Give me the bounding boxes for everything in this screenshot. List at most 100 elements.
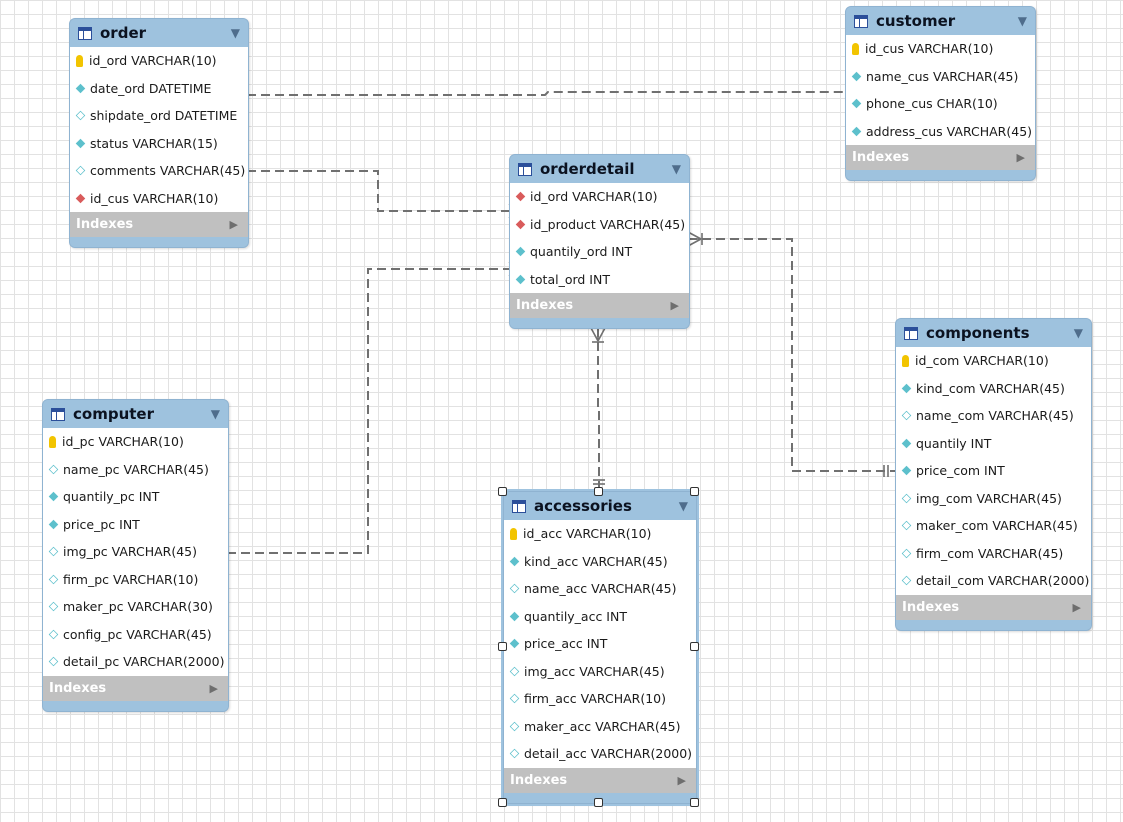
rel-orderdetail-components[interactable] xyxy=(688,238,895,472)
collapse-arrow-icon[interactable]: ▼ xyxy=(230,26,240,40)
column-row[interactable]: firm_acc VARCHAR(10) xyxy=(504,685,696,713)
table-footer xyxy=(510,318,689,328)
indexes-bar[interactable]: Indexes▶ xyxy=(43,675,228,701)
column-row[interactable]: detail_com VARCHAR(2000) xyxy=(896,567,1091,595)
table-header[interactable]: accessories ▼ xyxy=(504,492,696,520)
key-icon xyxy=(49,435,56,448)
filled-diamond-icon xyxy=(48,491,59,502)
indexes-bar[interactable]: Indexes▶ xyxy=(70,212,248,237)
resize-handle-right[interactable] xyxy=(690,642,699,651)
table-computer[interactable]: computer ▼ id_pc VARCHAR(10) name_pc VAR… xyxy=(42,399,229,712)
table-header[interactable]: customer ▼ xyxy=(846,7,1035,35)
column-row[interactable]: firm_pc VARCHAR(10) xyxy=(43,566,228,594)
triangle-right-icon[interactable]: ▶ xyxy=(670,299,679,312)
column-row[interactable]: id_pc VARCHAR(10) xyxy=(43,428,228,456)
red-diamond-icon xyxy=(75,193,86,204)
column-row[interactable]: phone_cus CHAR(10) xyxy=(846,90,1035,118)
table-header[interactable]: computer ▼ xyxy=(43,400,228,428)
column-row[interactable]: comments VARCHAR(45) xyxy=(70,157,248,185)
indexes-bar[interactable]: Indexes▶ xyxy=(846,145,1035,170)
rel-orderdetail-accessories[interactable] xyxy=(597,328,600,491)
column-row[interactable]: detail_pc VARCHAR(2000) xyxy=(43,648,228,676)
table-customer[interactable]: customer ▼ id_cus VARCHAR(10) name_cus V… xyxy=(845,6,1036,181)
rel-order-orderdetail[interactable] xyxy=(247,170,509,212)
column-row[interactable]: name_pc VARCHAR(45) xyxy=(43,456,228,484)
column-row[interactable]: quantily_ord INT xyxy=(510,238,689,266)
indexes-bar[interactable]: Indexes▶ xyxy=(510,293,689,318)
column-row[interactable]: address_cus VARCHAR(45) xyxy=(846,118,1035,146)
column-row[interactable]: price_acc INT xyxy=(504,630,696,658)
column-label: kind_acc VARCHAR(45) xyxy=(524,553,668,569)
column-row[interactable]: img_com VARCHAR(45) xyxy=(896,485,1091,513)
triangle-right-icon[interactable]: ▶ xyxy=(1072,600,1081,614)
column-row[interactable]: id_ord VARCHAR(10) xyxy=(70,47,248,75)
column-row[interactable]: price_pc INT xyxy=(43,511,228,539)
resize-handle-top-left[interactable] xyxy=(498,487,507,496)
column-row[interactable]: img_pc VARCHAR(45) xyxy=(43,538,228,566)
column-row[interactable]: total_ord INT xyxy=(510,266,689,294)
column-row[interactable]: maker_pc VARCHAR(30) xyxy=(43,593,228,621)
table-title: customer xyxy=(876,12,956,30)
triangle-right-icon[interactable]: ▶ xyxy=(209,681,218,695)
resize-handle-top[interactable] xyxy=(594,487,603,496)
one-bar-marker xyxy=(883,465,889,477)
collapse-arrow-icon[interactable]: ▼ xyxy=(671,162,681,176)
column-row[interactable]: name_acc VARCHAR(45) xyxy=(504,575,696,603)
column-row[interactable]: quantily_pc INT xyxy=(43,483,228,511)
triangle-right-icon[interactable]: ▶ xyxy=(677,773,686,787)
resize-handle-bottom-right[interactable] xyxy=(690,798,699,807)
table-components[interactable]: components ▼ id_com VARCHAR(10) kind_com… xyxy=(895,318,1092,631)
resize-handle-left[interactable] xyxy=(498,642,507,651)
column-row[interactable]: id_cus VARCHAR(10) xyxy=(846,35,1035,63)
collapse-arrow-icon[interactable]: ▼ xyxy=(1017,14,1027,28)
column-row[interactable]: shipdate_ord DATETIME xyxy=(70,102,248,130)
rel-computer-orderdetail[interactable] xyxy=(227,268,509,554)
column-row[interactable]: id_acc VARCHAR(10) xyxy=(504,520,696,548)
filled-diamond-icon xyxy=(509,611,520,622)
rel-order-customer[interactable] xyxy=(247,91,845,96)
column-label: shipdate_ord DATETIME xyxy=(90,108,238,124)
column-row[interactable]: id_cus VARCHAR(10) xyxy=(70,185,248,213)
column-row[interactable]: name_com VARCHAR(45) xyxy=(896,402,1091,430)
column-label: firm_com VARCHAR(45) xyxy=(916,545,1064,561)
column-row[interactable]: maker_acc VARCHAR(45) xyxy=(504,713,696,741)
indexes-bar[interactable]: Indexes▶ xyxy=(504,767,696,793)
triangle-right-icon[interactable]: ▶ xyxy=(1016,151,1025,164)
column-row[interactable]: id_ord VARCHAR(10) xyxy=(510,183,689,211)
table-accessories[interactable]: accessories ▼ id_acc VARCHAR(10) kind_ac… xyxy=(501,489,699,806)
table-header[interactable]: order ▼ xyxy=(70,19,248,47)
column-row[interactable]: config_pc VARCHAR(45) xyxy=(43,621,228,649)
column-row[interactable]: quantily_acc INT xyxy=(504,603,696,631)
column-row[interactable]: detail_acc VARCHAR(2000) xyxy=(504,740,696,768)
column-row[interactable]: kind_acc VARCHAR(45) xyxy=(504,548,696,576)
resize-handle-bottom[interactable] xyxy=(594,798,603,807)
column-row[interactable]: id_product VARCHAR(45) xyxy=(510,211,689,239)
column-row[interactable]: maker_com VARCHAR(45) xyxy=(896,512,1091,540)
column-row[interactable]: firm_com VARCHAR(45) xyxy=(896,540,1091,568)
collapse-arrow-icon[interactable]: ▼ xyxy=(1073,326,1083,340)
column-row[interactable]: img_acc VARCHAR(45) xyxy=(504,658,696,686)
table-header[interactable]: components ▼ xyxy=(896,319,1091,347)
table-orderdetail[interactable]: orderdetail ▼ id_ord VARCHAR(10) id_prod… xyxy=(509,154,690,329)
column-row[interactable]: status VARCHAR(15) xyxy=(70,130,248,158)
column-row[interactable]: name_cus VARCHAR(45) xyxy=(846,63,1035,91)
column-label: date_ord DATETIME xyxy=(90,80,212,96)
triangle-right-icon[interactable]: ▶ xyxy=(229,218,238,231)
column-row[interactable]: id_com VARCHAR(10) xyxy=(896,347,1091,375)
resize-handle-bottom-left[interactable] xyxy=(498,798,507,807)
collapse-arrow-icon[interactable]: ▼ xyxy=(210,407,220,421)
resize-handle-top-right[interactable] xyxy=(690,487,699,496)
collapse-arrow-icon[interactable]: ▼ xyxy=(678,499,688,513)
column-label: firm_acc VARCHAR(10) xyxy=(524,691,666,707)
one-bar-marker xyxy=(593,479,605,485)
column-row[interactable]: quantily INT xyxy=(896,430,1091,458)
table-order[interactable]: order ▼ id_ord VARCHAR(10) date_ord DATE… xyxy=(69,18,249,248)
column-row[interactable]: date_ord DATETIME xyxy=(70,75,248,103)
column-label: phone_cus CHAR(10) xyxy=(866,96,998,112)
column-row[interactable]: kind_com VARCHAR(45) xyxy=(896,375,1091,403)
indexes-bar[interactable]: Indexes▶ xyxy=(896,594,1091,620)
column-row[interactable]: price_com INT xyxy=(896,457,1091,485)
column-label: name_com VARCHAR(45) xyxy=(916,408,1074,424)
table-header[interactable]: orderdetail ▼ xyxy=(510,155,689,183)
